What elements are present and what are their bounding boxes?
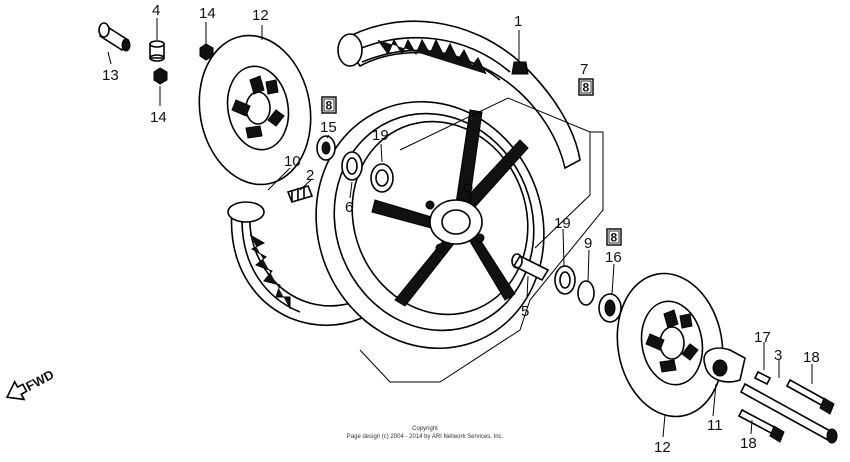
callout-12-top: 12: [252, 7, 269, 24]
callout-10: 10: [284, 153, 301, 170]
callout-13: 13: [102, 67, 119, 84]
callout-6: 6: [345, 199, 353, 216]
callout-11: 11: [707, 417, 723, 434]
axle-part-3: [739, 382, 838, 444]
callout-19-right: 19: [554, 215, 571, 232]
valve-stem-part-2: [286, 185, 314, 203]
boxed-callout-8-seal-right: 8: [606, 228, 622, 246]
bearing-part-19-right: [554, 265, 576, 295]
svg-text:8: 8: [583, 81, 590, 95]
bolt-part-18-upper: [785, 378, 835, 415]
forward-direction-arrow: FWD: [5, 367, 56, 401]
gearbox-part-11: [703, 347, 746, 383]
callout-1: 1: [514, 13, 522, 30]
callout-15: 15: [320, 119, 337, 136]
copyright-line-1: Copyright: [412, 426, 438, 432]
brake-disc-left: [198, 34, 312, 186]
callout-18-lower: 18: [740, 435, 757, 452]
boxed-callout-8-rim: 8: [578, 78, 594, 96]
callout-5: 5: [521, 303, 529, 320]
cast-wheel-rim: [315, 100, 545, 350]
callout-14-left: 14: [150, 109, 167, 126]
bolt-part-18-lower: [737, 408, 785, 443]
copyright-line-2: Page design (c) 2004 - 2014 by ARI Netwo…: [347, 434, 504, 440]
distance-collar-part-5: [511, 253, 550, 282]
bearing-part-19-left: [370, 163, 394, 193]
callout-3: 3: [774, 347, 782, 364]
nut-part-14-top: [199, 43, 214, 61]
arrow-left-icon: [5, 380, 28, 401]
svg-text:8: 8: [611, 231, 618, 245]
assembly-outline: [359, 97, 604, 383]
callout-12-bottom: 12: [654, 439, 671, 456]
callout-17: 17: [754, 329, 771, 346]
valve-part-1: [511, 61, 529, 75]
leader-lines: [107, 18, 813, 438]
brake-disc-right: [616, 272, 724, 418]
copyright-notice: Copyright Page design (c) 2004 - 2014 by…: [347, 426, 504, 440]
svg-text:8: 8: [326, 99, 333, 113]
bolt-part-17: [753, 370, 772, 386]
callout-16: 16: [605, 249, 622, 266]
callout-labels: 1 2 3 4 5 6 7 9 10 11 12 12 13 14 14 15 …: [102, 2, 820, 456]
tire-lower-half: [227, 201, 363, 327]
callout-4: 4: [152, 2, 160, 19]
collar-part-4: [149, 40, 165, 62]
callout-18-upper: 18: [803, 349, 820, 366]
boxed-callout-8-seal-left: 8: [321, 96, 337, 114]
callout-2: 2: [306, 167, 314, 184]
callout-9: 9: [584, 235, 592, 252]
callout-14-top: 14: [199, 5, 216, 22]
nut-part-14-left: [153, 67, 168, 85]
fwd-label: FWD: [23, 367, 56, 394]
callout-19-left: 19: [372, 127, 389, 144]
dust-seal-part-6: [341, 151, 363, 181]
collar-part-13: [98, 22, 131, 52]
callout-7: 7: [580, 61, 588, 78]
tire-upper-half: [337, 20, 581, 170]
ring-part-9: [577, 280, 595, 306]
